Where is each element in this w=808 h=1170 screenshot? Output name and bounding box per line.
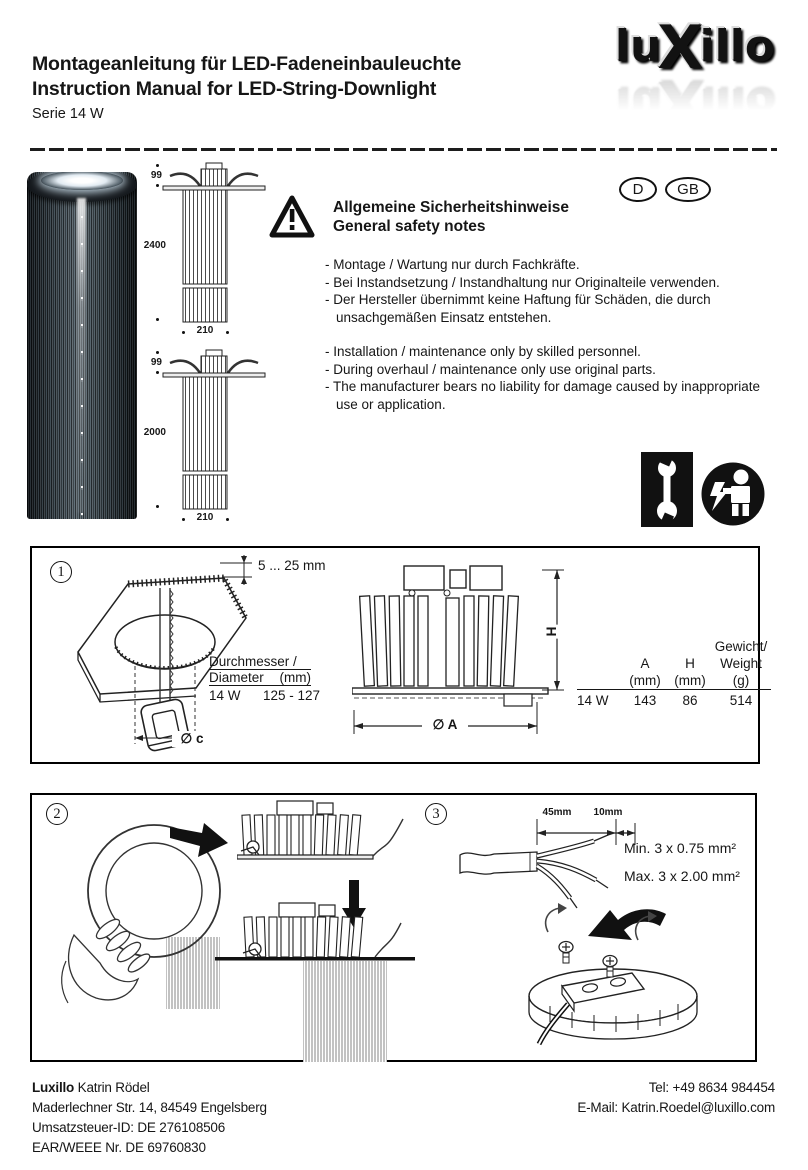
diameter-title-en: Diameter — [209, 670, 264, 685]
dim-dot — [226, 518, 229, 521]
dim-dot — [182, 518, 185, 521]
dim-dot — [156, 371, 159, 374]
footer-email: E-Mail: Katrin.Roedel@luxillo.com — [577, 1100, 775, 1115]
cap-height-label: 99 — [150, 170, 162, 181]
footer-left: Luxillo Katrin Rödel Maderlechner Str. 1… — [32, 1078, 267, 1158]
page-title-de: Montageanleitung für LED-Fadeneinbauleuc… — [32, 53, 462, 75]
series-label: Serie 14 W — [32, 106, 104, 122]
photo-top-rim — [27, 172, 137, 202]
cutout-depth-label: 5 ... 25 mm — [258, 558, 326, 573]
row-weight-value: 514 — [729, 693, 753, 708]
row-h-value: 86 — [682, 693, 698, 708]
footer-weee: EAR/WEEE Nr. DE 69760830 — [32, 1140, 206, 1155]
unit-h: (mm) — [674, 673, 706, 688]
footer-right: Tel: +49 8634 984454 E-Mail: Katrin.Roed… — [577, 1078, 775, 1118]
luxillo-logo: luXillo luXillo — [597, 13, 793, 137]
page-title-en: Instruction Manual for LED-String-Downli… — [32, 78, 437, 100]
step-number-1: 1 — [50, 561, 72, 583]
dimension-table: Gewicht/ A H Weight (mm) (mm) (g) 14 W 143 86 5… — [577, 638, 771, 709]
min-cross-section-label: Min. 3 x 0.75 mm² — [624, 840, 737, 856]
width-label: 210 — [196, 512, 214, 523]
diameter-unit: (mm) — [279, 670, 311, 685]
bullet-item: - The manufacturer bears no liability fo… — [325, 379, 760, 412]
lang-badge-d-label: D — [632, 181, 644, 198]
lang-badge-gb-label: GB — [677, 181, 699, 198]
product-photo — [27, 172, 137, 519]
bullet-item: - Der Hersteller übernimmt keine Haftung… — [325, 292, 711, 325]
wrench-icon — [641, 452, 693, 527]
dim-dot — [156, 505, 159, 508]
unit-g: (g) — [732, 673, 750, 688]
step-number-3: 3 — [425, 803, 447, 825]
string-light-side-view — [162, 162, 266, 323]
footer-company: Luxillo — [32, 1080, 75, 1095]
dim-dot — [156, 351, 159, 354]
safety-bullets-en: - Installation / maintenance only by ski… — [325, 343, 780, 413]
safety-bullets-de: - Montage / Wartung nur durch Fachkräfte… — [325, 256, 780, 326]
diameter-row-model: 14 W — [209, 688, 241, 703]
dim-dot — [156, 164, 159, 167]
string-length-label: 2000 — [143, 427, 166, 438]
width-label: 210 — [196, 325, 214, 336]
bullet-item: - During overhaul / maintenance only use… — [325, 361, 656, 377]
dim-dot — [156, 184, 159, 187]
string-light-drawing-long: 99 2400 210 — [140, 160, 272, 350]
terminal-mounting-diagram — [528, 903, 698, 1046]
warning-triangle-icon — [269, 195, 315, 238]
lang-badge-gb: GB — [665, 177, 711, 202]
header-divider — [30, 148, 777, 151]
installation-box: 2 — [30, 793, 757, 1062]
downlight-top-diagram — [237, 800, 404, 860]
dia-a-label: ∅ A — [422, 717, 468, 733]
dim-dot — [182, 331, 185, 334]
downlight-section-diagram — [352, 565, 564, 734]
footer-address: Maderlechner Str. 14, 84549 Engelsberg — [32, 1100, 267, 1115]
diameter-row-value: 125 - 127 — [263, 688, 321, 703]
dim-dot — [226, 331, 229, 334]
cap-height-label: 99 — [150, 357, 162, 368]
bullet-item: - Installation / maintenance only by ski… — [325, 344, 641, 359]
gewicht-header: Gewicht/ — [714, 639, 768, 654]
row-model: 14 W — [577, 693, 609, 708]
max-cross-section-label: Max. 3 x 2.00 mm² — [624, 868, 740, 884]
safety-heading-de: Allgemeine Sicherheitshinweise — [333, 199, 570, 216]
safety-heading-en: General safety notes — [333, 218, 486, 235]
photo-led-glow — [41, 172, 123, 190]
footer-vat: Umsatzsteuer-ID: DE 276108506 — [32, 1120, 226, 1135]
h-dim-label: H — [543, 624, 559, 639]
col-a-header: A — [640, 656, 650, 671]
dia-c-label: ∅ c — [172, 731, 212, 747]
row-a-value: 143 — [633, 693, 657, 708]
step-number-2: 2 — [46, 803, 68, 825]
luxillo-logo-reflection: luXillo — [614, 67, 776, 137]
diameter-table: Durchmesser / Diameter (mm) 14 W 125 - 1… — [209, 654, 339, 703]
unit-a: (mm) — [629, 673, 661, 688]
footer-tel: Tel: +49 8634 984454 — [648, 1080, 775, 1095]
weight-header: Weight — [720, 656, 762, 671]
bullet-item: - Montage / Wartung nur durch Fachkräfte… — [325, 257, 580, 272]
strip-10mm-label: 10mm — [593, 807, 623, 818]
dim-dot — [156, 318, 159, 321]
diameter-title-de: Durchmesser / — [209, 654, 311, 670]
downlight-mounted-diagram — [215, 902, 415, 1062]
arrow-down-icon — [342, 880, 366, 928]
bullet-item: - Bei Instandsetzung / Instandhaltung nu… — [325, 274, 720, 290]
string-light-side-view — [162, 349, 266, 510]
arrow-right-icon — [170, 823, 228, 857]
electrician-icon — [701, 462, 765, 526]
string-length-label: 2400 — [143, 240, 166, 251]
hand-ring-diagram — [61, 824, 221, 1009]
footer-contact: Katrin Rödel — [77, 1080, 150, 1095]
strip-45mm-label: 45mm — [542, 807, 572, 818]
photo-light-dots — [81, 216, 83, 516]
luxillo-logo-text: luXillo — [614, 13, 776, 83]
col-h-header: H — [685, 656, 695, 671]
string-light-drawing-short: 99 2000 210 — [140, 347, 272, 537]
step1-box: 1 ∅ c 5 ... 25 mm Durchmesser / Di — [30, 546, 771, 764]
cable-strip-diagram — [459, 819, 636, 909]
lang-badge-d: D — [619, 177, 657, 202]
